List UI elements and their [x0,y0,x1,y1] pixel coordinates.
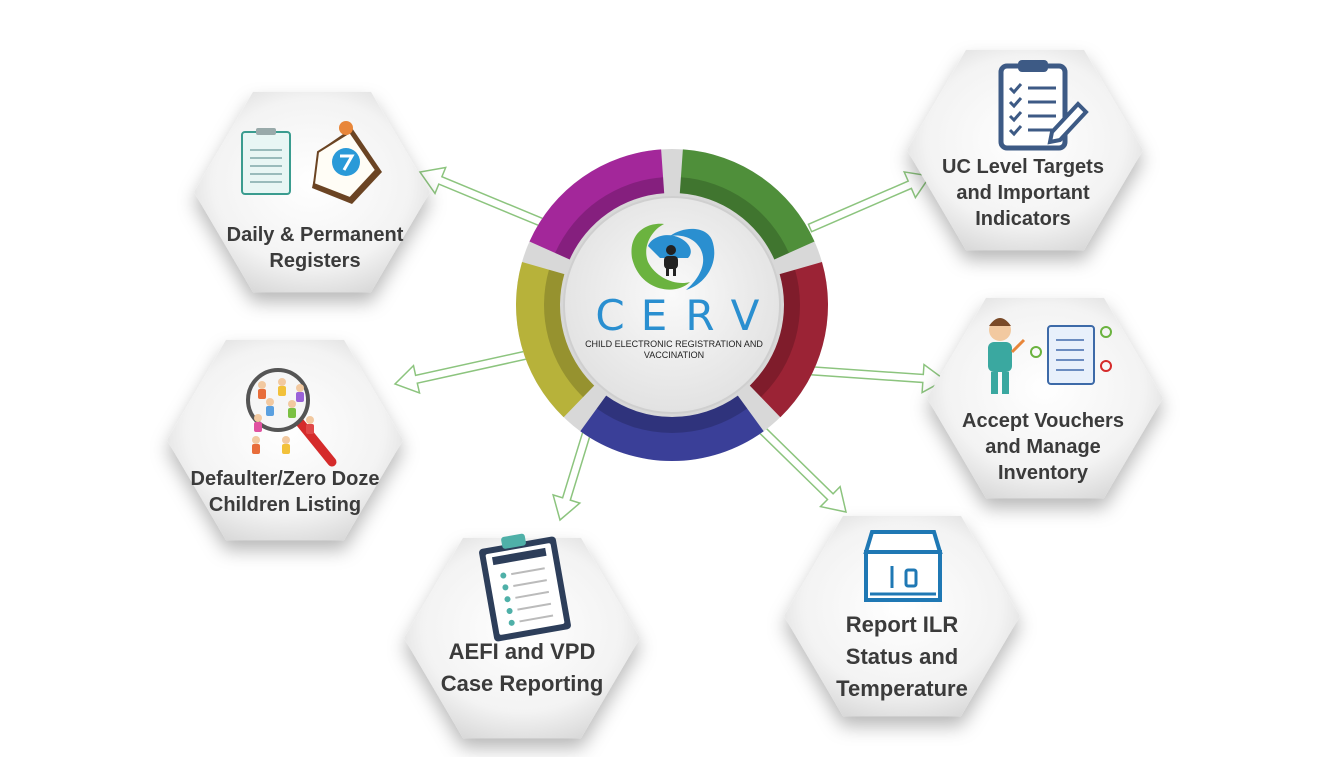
cerv-letter: C [595,291,624,340]
cerv-wordmark: C E R V [595,291,759,340]
label-report-ilr-status: Report ILR Status and Temperature [836,612,968,701]
hexagon-accept-vouchers [927,297,1163,499]
registration-clipboard-icon [479,533,571,642]
arrow-to-daily-permanent-registers [418,166,551,230]
ring-segment [516,262,595,418]
connector-arrows [393,166,947,522]
cerv-letter: V [731,291,760,340]
label-defaulter-zero-doze: Defaulter/Zero Doze Children Listing [190,468,380,516]
arrow-to-report-ilr-status [748,416,847,513]
hexagon-aefi-vpd-reporting [404,537,640,739]
doctor-document-icon [988,318,1112,394]
cerv-logo-icon [631,223,715,290]
logo-subtitle: CHILD ELECTRONIC REGISTRATION AND [585,339,763,349]
clipboard-checklist-icon [998,60,1089,151]
ring-segment [679,149,815,260]
registers-icon [241,121,382,204]
arrow-to-accept-vouchers [798,363,947,394]
ring-segment [529,149,665,260]
arrow-to-defaulter-zero-doze [393,347,542,395]
cerv-letter: E [641,291,668,340]
label-aefi-vpd-reporting: AEFI and VPD Case Reporting [440,639,604,696]
ring-segment [749,262,828,418]
label-uc-level-targets: UC Level Targets and Important Indicator… [942,156,1104,230]
ring-segment [580,395,764,462]
hexagon-report-ilr-status [784,515,1020,717]
label-accept-vouchers: Accept Vouchers and Manage Inventory [962,410,1124,484]
magnifier-children-icon [246,368,337,467]
center-disk [563,196,781,414]
logo-subtitle: VACCINATION [644,350,704,360]
arrow-to-uc-level-targets [807,170,932,233]
ilr-fridge-icon [863,530,943,602]
label-daily-permanent-registers: Daily & Permanent Registers [226,224,404,272]
cerv-letter: R [685,291,714,340]
